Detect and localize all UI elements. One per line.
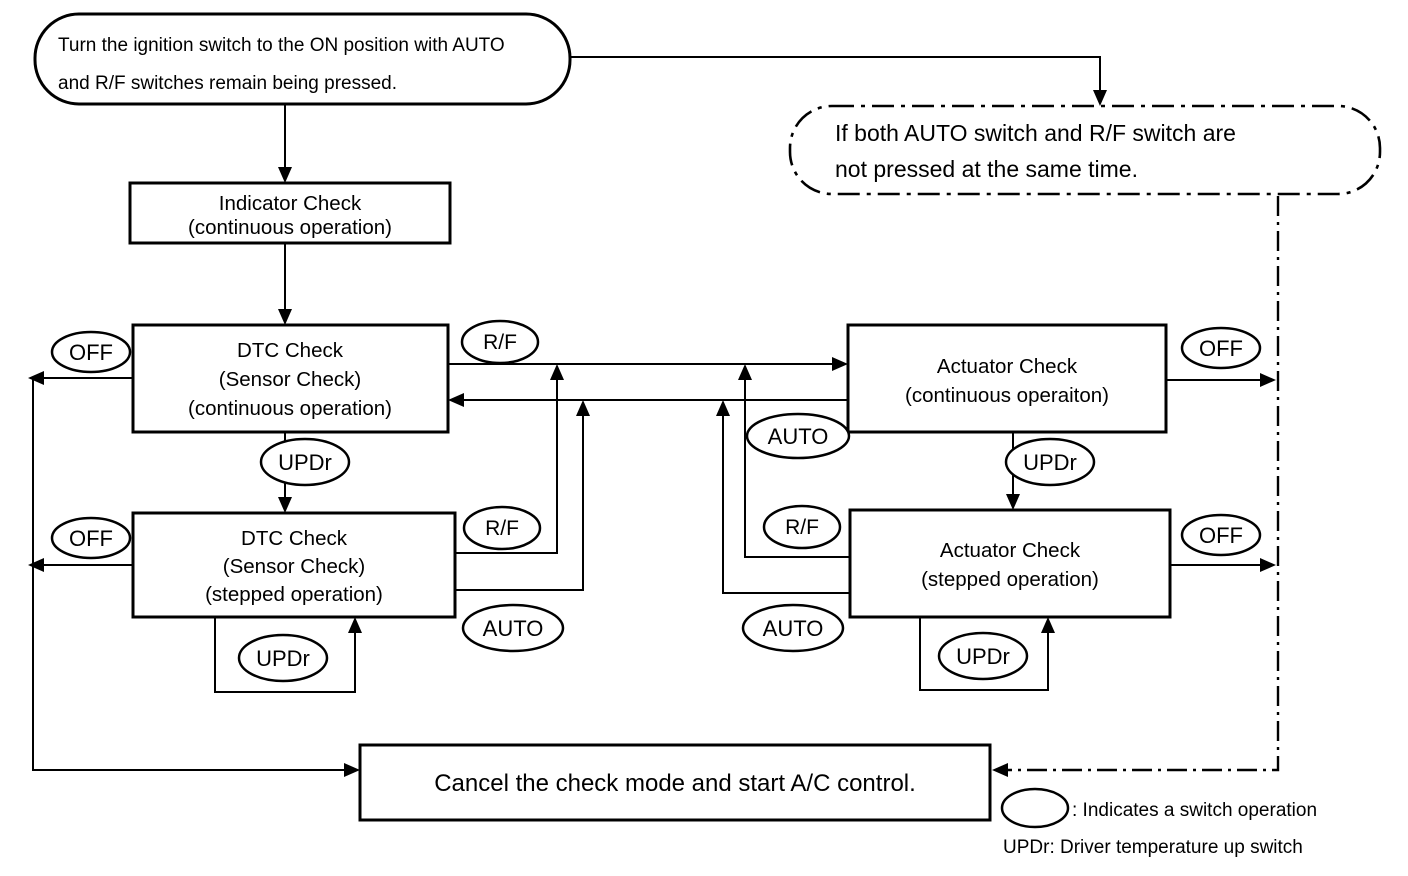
legend-oval-icon <box>1000 787 1070 829</box>
oval-rf-dtc-stepped-label: R/F <box>485 517 519 540</box>
arrowhead-into-bypass <box>1093 90 1107 106</box>
edge-updr-actuator-stepped-selfloop <box>919 617 1049 691</box>
node-actuator-continuous-line1: Actuator Check <box>937 355 1078 378</box>
legend-updr-meaning: UPDr: Driver temperature up switch <box>1003 837 1303 858</box>
arrowhead-into-dtc-continuous-right <box>448 393 464 407</box>
node-start-line2: and R/F switches remain being pressed. <box>58 73 397 94</box>
oval-auto-actuator-continuous <box>745 412 851 460</box>
edge-updr-dtc-stepped-selfloop <box>214 617 356 693</box>
edge-rf-dtc-stepped-to-actuator-continuous <box>455 378 558 554</box>
node-actuator-continuous-line2: (continuous operaiton) <box>905 384 1109 407</box>
arrowhead-dtc-stepped-selfloop <box>348 617 362 633</box>
oval-auto-actuator-stepped-label: AUTO <box>763 616 824 641</box>
oval-auto-dtc-stepped-label: AUTO <box>483 616 544 641</box>
node-dtc-stepped-line3: (stepped operation) <box>205 583 383 606</box>
arrowhead-into-dtc-continuous-top <box>278 309 292 325</box>
oval-auto-dtc-stepped <box>461 603 565 653</box>
edge-auto-dtc-stepped-to-dtc-continuous <box>455 414 584 591</box>
oval-auto-actuator-continuous-label: AUTO <box>768 424 829 449</box>
node-bypass-line2: not pressed at the same time. <box>835 156 1138 182</box>
arrowhead-merge-line1-left <box>550 364 564 380</box>
node-indicator-line2: (continuous operation) <box>188 216 392 239</box>
oval-off-dtc-stepped-label: OFF <box>69 526 113 551</box>
oval-updr-dtc-stepped-loop-label: UPDr <box>256 646 310 671</box>
edge-left-rail-to-cancel <box>32 378 346 771</box>
node-start <box>33 12 572 106</box>
oval-updr-dtc <box>259 437 351 487</box>
edge-start-to-bypass <box>570 56 1101 92</box>
oval-updr-dtc-stepped-loop <box>237 633 329 683</box>
arrowhead-into-actuator-continuous-left <box>832 357 848 371</box>
node-dtc-check-continuous <box>131 323 450 434</box>
oval-updr-actuator-stepped-loop-label: UPDr <box>956 644 1010 669</box>
arrowhead-into-indicator <box>278 167 292 183</box>
node-start-line1: Turn the ignition switch to the ON posit… <box>58 35 505 56</box>
oval-updr-actuator-label: UPDr <box>1023 450 1077 475</box>
node-dtc-check-stepped <box>131 511 457 619</box>
arrowhead-merge-line1-right <box>738 364 752 380</box>
oval-auto-actuator-stepped <box>741 603 845 653</box>
arrowhead-into-cancel-left <box>344 763 360 777</box>
edge-bypass-rail-to-cancel <box>1008 196 1280 772</box>
oval-off-actuator-continuous <box>1180 326 1262 370</box>
arrowhead-into-actuator-stepped-top <box>1006 494 1020 510</box>
oval-updr-actuator <box>1004 437 1096 487</box>
oval-rf-dtc-continuous <box>460 319 540 365</box>
oval-off-dtc-continuous <box>50 330 132 374</box>
node-bypass <box>788 104 1382 196</box>
arrowhead-off-dtc-continuous <box>28 371 44 385</box>
oval-rf-actuator-stepped <box>762 504 842 550</box>
legend-oval-meaning: : Indicates a switch operation <box>1072 800 1317 821</box>
node-indicator-check <box>128 181 452 245</box>
node-cancel-label: Cancel the check mode and start A/C cont… <box>434 770 916 797</box>
node-actuator-check-continuous <box>846 323 1168 434</box>
node-dtc-continuous-line2: (Sensor Check) <box>219 368 361 391</box>
oval-rf-actuator-stepped-label: R/F <box>785 516 819 539</box>
arrowhead-merge-line2-left <box>576 400 590 416</box>
node-bypass-line1: If both AUTO switch and R/F switch are <box>835 120 1236 146</box>
oval-off-actuator-continuous-label: OFF <box>1199 336 1243 361</box>
arrowhead-off-actuator-stepped <box>1260 558 1276 572</box>
arrowhead-actuator-stepped-selfloop <box>1041 617 1055 633</box>
oval-rf-dtc-stepped <box>462 505 542 551</box>
arrowhead-into-dtc-stepped-top <box>278 497 292 513</box>
oval-off-dtc-stepped <box>50 516 132 560</box>
oval-off-actuator-stepped <box>1180 513 1262 557</box>
node-dtc-stepped-line2: (Sensor Check) <box>223 555 365 578</box>
edge-auto-actuator-stepped-to-dtc-continuous <box>722 414 850 594</box>
oval-off-dtc-continuous-label: OFF <box>69 340 113 365</box>
node-dtc-stepped-line1: DTC Check <box>241 527 348 550</box>
oval-rf-dtc-continuous-label: R/F <box>483 331 517 354</box>
node-actuator-stepped-line2: (stepped operation) <box>921 568 1099 591</box>
arrowhead-off-dtc-stepped <box>28 558 44 572</box>
node-cancel <box>358 743 992 822</box>
node-indicator-line1: Indicator Check <box>219 192 362 215</box>
arrowhead-off-actuator-continuous <box>1260 373 1276 387</box>
oval-off-actuator-stepped-label: OFF <box>1199 523 1243 548</box>
arrowhead-merge-line2-right <box>716 400 730 416</box>
node-actuator-stepped-line1: Actuator Check <box>940 539 1081 562</box>
node-actuator-check-stepped <box>848 508 1172 619</box>
node-dtc-continuous-line1: DTC Check <box>237 339 344 362</box>
edge-rf-actuator-stepped-to-actuator-continuous <box>744 378 850 558</box>
node-dtc-continuous-line3: (continuous operation) <box>188 397 392 420</box>
oval-updr-actuator-stepped-loop <box>937 631 1029 681</box>
arrowhead-into-cancel-right <box>992 763 1008 777</box>
oval-updr-dtc-label: UPDr <box>278 450 332 475</box>
